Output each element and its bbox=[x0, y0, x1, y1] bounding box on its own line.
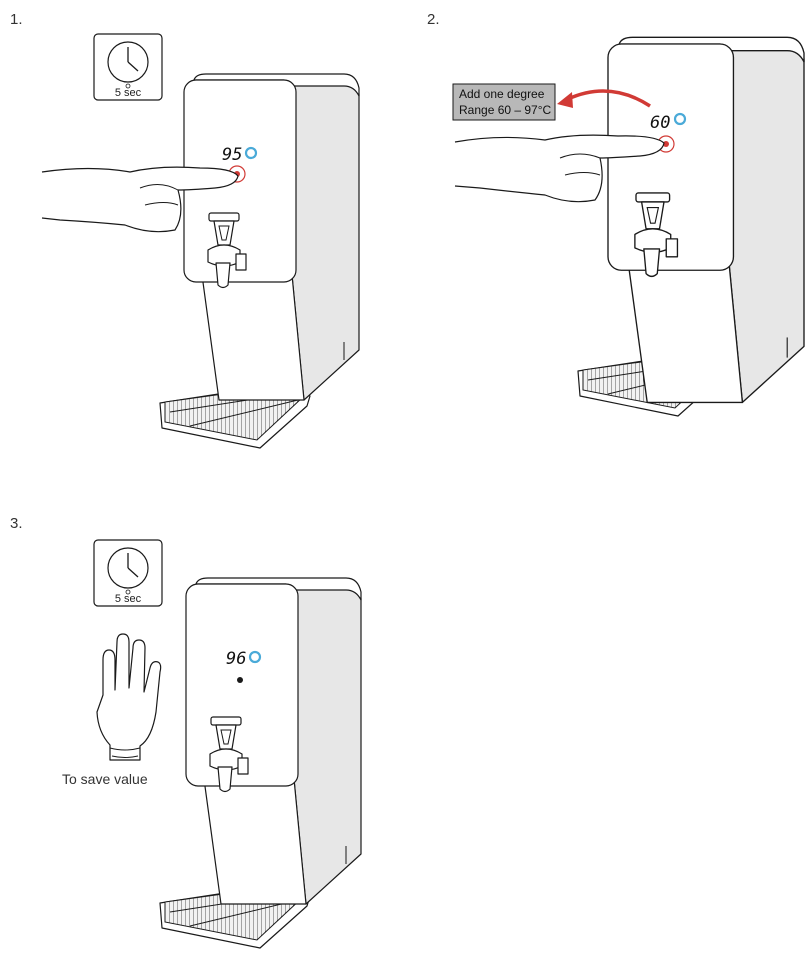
timer-label: 5 sec bbox=[115, 87, 142, 99]
display-indicator-icon bbox=[673, 112, 687, 126]
water-dispenser bbox=[607, 36, 805, 404]
open-hand-icon bbox=[96, 633, 162, 761]
curved-arrow-icon bbox=[567, 89, 651, 108]
pointing-hand-icon bbox=[41, 166, 239, 233]
callout-line-1: Add one degree bbox=[459, 87, 545, 101]
touch-button-icon bbox=[663, 141, 669, 147]
display-indicator-icon bbox=[244, 146, 258, 160]
step-1-number: 1. bbox=[10, 11, 23, 28]
step-3-number: 3. bbox=[10, 515, 23, 532]
arrow-head-icon bbox=[557, 92, 573, 108]
timer-label: 5 sec bbox=[115, 593, 142, 605]
callout-box bbox=[452, 83, 556, 121]
step-3: 3. 5 sec 96 To save value bbox=[10, 515, 362, 949]
temperature-display: 60 bbox=[650, 113, 670, 133]
step-2: 2. 60 Add one degree Range 60 – 97°C bbox=[427, 11, 805, 417]
timer-clock-icon: 5 sec bbox=[93, 539, 163, 607]
pointing-hand-icon bbox=[454, 134, 665, 203]
water-dispenser bbox=[183, 73, 360, 401]
display-indicator-icon bbox=[248, 650, 262, 664]
step-2-number: 2. bbox=[427, 11, 440, 28]
temperature-display: 95 bbox=[222, 145, 242, 165]
water-dispenser bbox=[185, 577, 362, 905]
touch-button-icon bbox=[237, 677, 243, 683]
save-caption: To save value bbox=[62, 771, 148, 787]
step-1: 1. 5 sec 95 bbox=[10, 11, 360, 449]
temperature-display: 96 bbox=[226, 649, 246, 669]
timer-clock-icon: 5 sec bbox=[93, 33, 163, 101]
callout-line-2: Range 60 – 97°C bbox=[459, 103, 552, 117]
